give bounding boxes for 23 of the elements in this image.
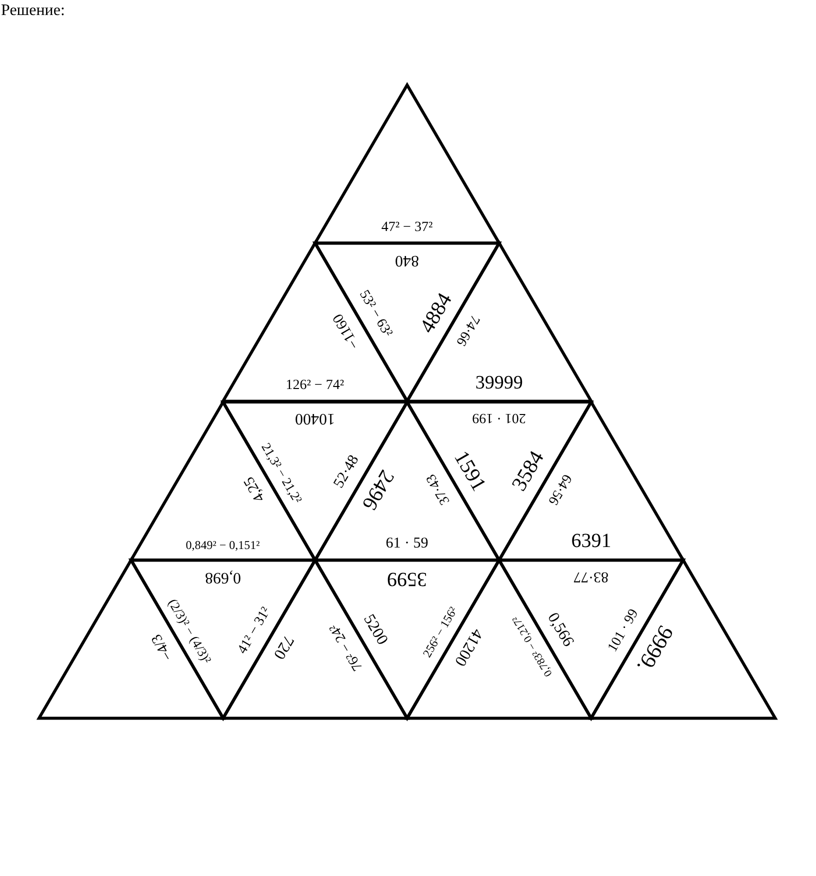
number-label: 10400 [294, 410, 335, 426]
number-label: 840 [395, 252, 419, 268]
triangle-tile [312, 83, 502, 246]
expression-label: 76² − 24² [328, 621, 366, 672]
number-label: 0,698 [204, 568, 241, 585]
expression-label: 53² − 63² [356, 288, 394, 340]
number-label: 4,25 [242, 474, 268, 504]
triangle-tile [128, 558, 317, 720]
number-label: 39999 [475, 374, 523, 393]
expression-label: 83·77 [574, 568, 609, 584]
expression-label: 61 · 59 [386, 536, 428, 551]
number-label: −4/3 [149, 631, 176, 663]
expression-label: 101 · 99 [606, 607, 642, 655]
triangle-tile [497, 558, 686, 720]
expression-label: 47² − 37² [381, 220, 433, 235]
expression-label: 126² − 74² [286, 378, 344, 393]
triangle-tile [312, 558, 502, 720]
number-label: 6391 [571, 530, 612, 551]
number-label: 3599 [387, 568, 427, 589]
heading: Решение: [1, 2, 65, 20]
expression-label: 201 · 199 [472, 410, 526, 424]
expression-label: 0,849² − 0,151² [186, 539, 260, 552]
triangle-tile [497, 400, 686, 562]
